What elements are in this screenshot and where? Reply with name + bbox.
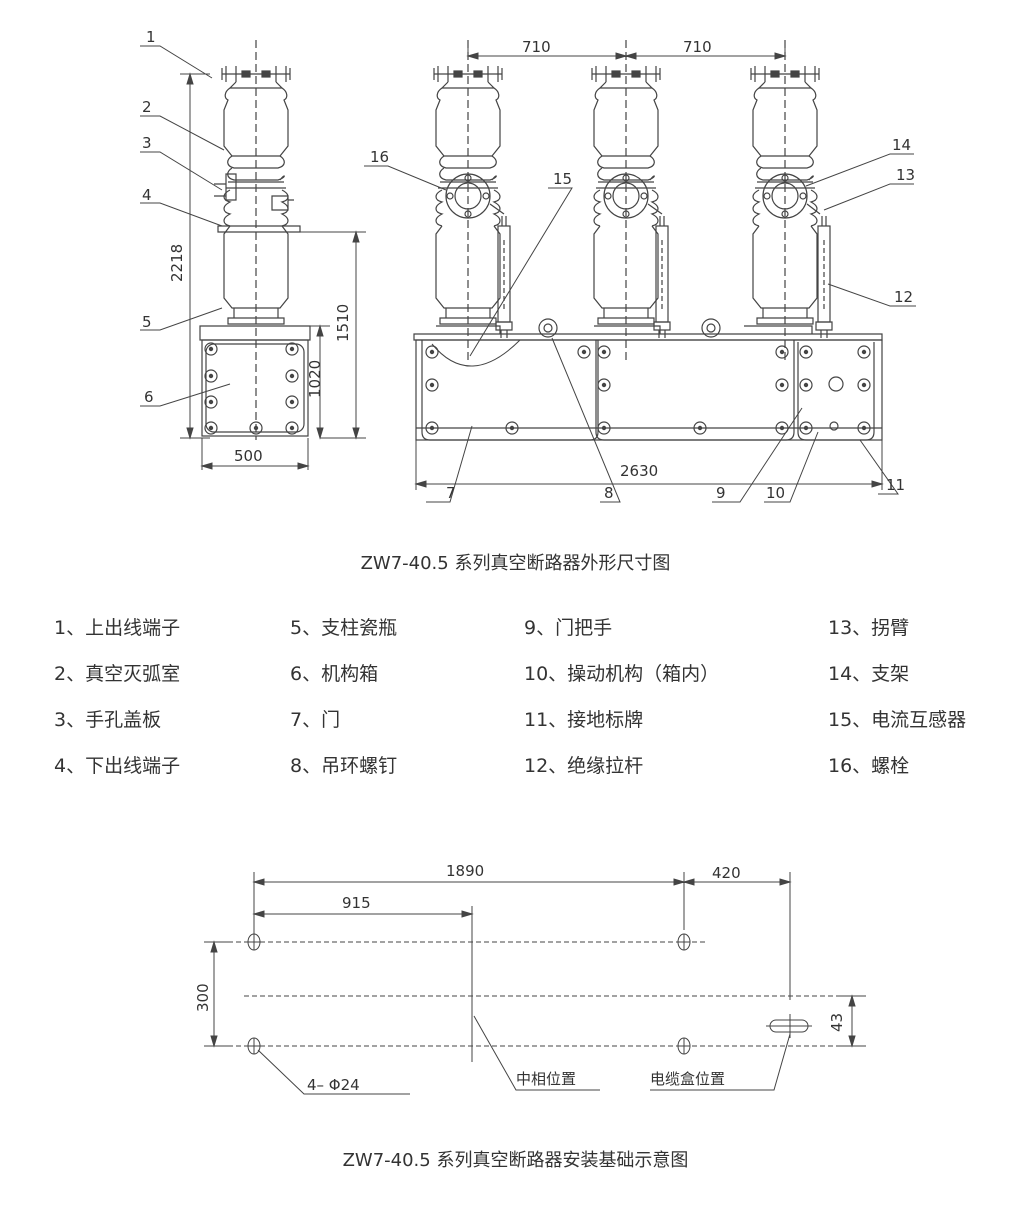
callout-14: 14 — [892, 136, 911, 154]
callout-9: 9 — [716, 484, 726, 502]
foundation-drawing: 1890 420 915 300 43 4– Φ24 中相位置 电缆盒位置 — [194, 862, 866, 1095]
dim-1510: 1510 — [334, 304, 352, 342]
outline-dimension-drawing: 1 2 3 4 5 6 7 8 9 10 11 12 13 14 15 16 7… — [140, 28, 916, 503]
callout-10: 10 — [766, 484, 785, 502]
legend-item-12: 12、绝缘拉杆 — [524, 755, 644, 777]
legend-item-3: 3、手孔盖板 — [54, 709, 162, 731]
dim-2630: 2630 — [620, 462, 658, 480]
callout-8: 8 — [604, 484, 614, 502]
legend-item-14: 14、支架 — [828, 663, 910, 685]
dim-43: 43 — [828, 1013, 846, 1032]
outline-drawing-caption: ZW7-40.5 系列真空断路器外形尺寸图 — [360, 553, 671, 574]
dim-710-left: 710 — [522, 38, 551, 56]
dim-1020: 1020 — [306, 360, 324, 398]
front-view — [413, 40, 883, 441]
callout-16: 16 — [370, 148, 389, 166]
callout-12: 12 — [894, 288, 913, 306]
callout-2: 2 — [142, 98, 152, 116]
callout-7: 7 — [446, 484, 456, 502]
callout-4: 4 — [142, 186, 152, 204]
legend-item-1: 1、上出线端子 — [54, 617, 181, 639]
holes-label: 4– Φ24 — [307, 1076, 360, 1094]
side-view — [199, 40, 311, 440]
legend-item-7: 7、门 — [290, 709, 341, 731]
bracket-right — [762, 173, 808, 219]
legend-item-4: 4、下出线端子 — [54, 755, 181, 777]
middle-phase-label: 中相位置 — [516, 1070, 576, 1088]
callout-5: 5 — [142, 313, 152, 331]
legend-item-9: 9、门把手 — [524, 617, 613, 639]
legend-item-6: 6、机构箱 — [290, 663, 379, 685]
legend-item-5: 5、支柱瓷瓶 — [290, 617, 398, 639]
callout-1: 1 — [146, 28, 156, 46]
cable-box-label: 电缆盒位置 — [650, 1070, 725, 1088]
legend-item-11: 11、接地标牌 — [524, 709, 644, 731]
legend-item-2: 2、真空灭弧室 — [54, 663, 181, 685]
callout-3: 3 — [142, 134, 152, 152]
callout-15: 15 — [553, 170, 572, 188]
foundation-drawing-caption: ZW7-40.5 系列真空断路器安装基础示意图 — [342, 1150, 689, 1171]
dim-1890: 1890 — [446, 862, 484, 880]
bracket-left — [445, 173, 491, 219]
legend-item-8: 8、吊环螺钉 — [290, 755, 398, 777]
side-view-dimensions — [180, 72, 366, 470]
mounting-holes — [247, 933, 691, 1055]
dimension-values: 710 710 2218 1510 1020 500 2630 — [168, 38, 712, 480]
callout-13: 13 — [896, 166, 915, 184]
dim-915: 915 — [342, 894, 371, 912]
dim-500: 500 — [234, 447, 263, 465]
callout-11: 11 — [886, 476, 905, 494]
dim-300: 300 — [194, 983, 212, 1012]
legend-item-15: 15、电流互感器 — [828, 709, 967, 731]
legend-item-13: 13、拐臂 — [828, 617, 910, 639]
callout-numbers: 1 2 3 4 5 6 7 8 9 10 11 12 13 14 15 16 — [142, 28, 915, 502]
bracket-middle — [603, 173, 649, 219]
legend-item-10: 10、操动机构（箱内） — [524, 663, 720, 685]
leader-lines — [140, 45, 916, 503]
callout-6: 6 — [144, 388, 154, 406]
dim-420: 420 — [712, 864, 741, 882]
dim-710-right: 710 — [683, 38, 712, 56]
dim-2218: 2218 — [168, 244, 186, 282]
front-view-dimensions — [414, 40, 884, 490]
legend-item-16: 16、螺栓 — [828, 755, 910, 777]
